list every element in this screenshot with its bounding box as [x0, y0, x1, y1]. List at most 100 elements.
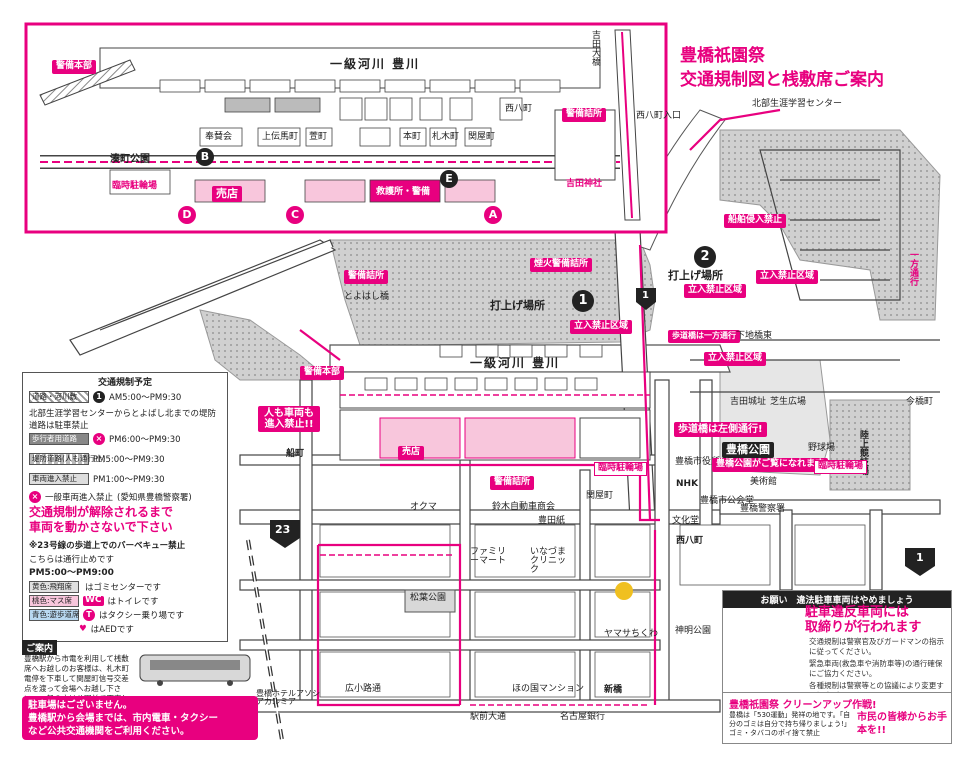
main-police-box-2-label: 警備詰所	[490, 476, 535, 490]
route-23-shield	[270, 520, 300, 548]
route-1-north-label: 1	[642, 290, 649, 301]
inset-diagonal-road	[39, 59, 136, 106]
legend-pm-note: PM5:00～PM9:00	[29, 568, 114, 578]
fireworks-staff-label: 煙火警備詰所	[530, 258, 593, 272]
map-title: 豊橋祇園祭 交通規制図と桟敷席ご案内	[680, 44, 930, 92]
guide-heading: ご案内	[22, 640, 58, 655]
west-bank-area	[199, 309, 332, 381]
okuma-label: オクマ	[410, 502, 437, 512]
title-line-1: 豊橋祇園祭	[680, 46, 765, 66]
matsuba-park-label: 松葉公園	[410, 593, 447, 603]
legend-row-3: 歩行者用道路 × PM6:00～PM9:30	[29, 433, 181, 445]
route-1-shield-north	[636, 288, 656, 310]
launch-site-2-number: 2	[694, 246, 716, 268]
legend-row-1: 道路・河川敷 1 AM5:00～PM9:30	[29, 391, 181, 403]
legend-key-text-4: はAEDです	[90, 625, 134, 635]
baseball-label: 野球場	[808, 443, 836, 453]
legend-key-text-3: はタクシー乗り場です	[99, 611, 185, 621]
inset-gate-a: A	[484, 206, 502, 224]
funamachi-label: 船町	[286, 449, 305, 459]
legend-site-1-icon: 1	[93, 391, 105, 403]
cleanup-title: 豊橋祇園祭 クリーンアップ作戦!	[729, 700, 877, 711]
legend-key-swatch-1: 黄色:飛翔席	[29, 581, 79, 593]
guide-bubble-line-2: 豊橋駅から会場までは、市内電車・タクシー	[28, 713, 219, 724]
matsuba-park	[404, 589, 456, 613]
inset-police-hq: 警備本部	[52, 60, 97, 74]
suzuki-label: 鈴木自動車商会	[492, 502, 556, 512]
inazuma-label: いなづまクリニック	[530, 547, 567, 575]
inset-seat-label-4: 札木町	[432, 132, 460, 142]
inset-river-label: 一級河川 豊川	[330, 57, 421, 71]
notice-bullet-2: 緊急車両(救急車や消防車等)の通行確保にご協力ください。	[809, 659, 943, 678]
cleanup-tag: 市民の皆様からお手本を!!	[857, 712, 947, 736]
temp-bike-parking-label: 臨時駐輪場	[594, 462, 648, 476]
main-shop-label: 売店	[398, 446, 425, 460]
inset-park: 湊町公園	[110, 154, 150, 165]
legend-key-text-1: はゴミセンターです	[85, 583, 161, 593]
legend-swatch-5: 車両進入禁止	[29, 473, 89, 485]
inset-shrine: 吉田神社	[566, 179, 603, 189]
notice-bullet-1: 交通規制は警察官及びガードマンの指示に従ってください。	[809, 637, 944, 656]
route-1-shield	[905, 548, 935, 576]
stadium-label: 陸上競技場	[858, 430, 868, 475]
shimochi-label: 下地橋東	[736, 331, 773, 341]
guide-bubble-line-3: など公共交通機関をご利用ください。	[28, 726, 190, 737]
museum-label: 美術館	[750, 477, 778, 487]
festival-blocks	[339, 371, 651, 461]
inset-seat-label-5: 関屋町	[468, 132, 496, 142]
aed-marker	[615, 582, 633, 600]
temp-bike-parking-2-label: 臨時駐輪場	[814, 460, 868, 474]
x-circle-icon: ×	[29, 491, 41, 503]
ward-hall-label: 豊橋市公会堂	[700, 496, 755, 506]
standing-ban-3: 立入禁止区域	[756, 270, 819, 284]
lawn-label: 芝生広場	[770, 397, 807, 407]
shinbashi-label: 新橋	[604, 685, 623, 695]
park-view-label: 豊橋公園がご覧になれます	[712, 458, 829, 472]
legend-panel: 交通規制予定 道路・河川敷 1 AM5:00～PM9:30 北部生涯学習センター…	[22, 372, 228, 642]
aed-icon: ♥	[79, 624, 87, 634]
notice-title-line-2: 取締りが行われます	[805, 620, 922, 635]
legend-key-3: 青色:遊歩道席 T はタクシー乗り場です	[29, 609, 184, 621]
standing-ban-1: 立入禁止区域	[570, 320, 633, 334]
main-police-box-label: 警備詰所	[344, 270, 389, 284]
launch-site-2-label: 打上げ場所	[668, 269, 723, 282]
bridge-one-way-label: 歩道橋は一方通行	[668, 330, 740, 343]
wc-icon: WC	[83, 595, 104, 606]
inset-nishi-hacchou-entrance: 西八町入口	[636, 111, 682, 121]
inset-seat-label-1: 奉賛会	[205, 132, 233, 142]
inset-seat-row-top	[159, 79, 561, 147]
legend-swatch-1: 道路・河川敷	[29, 391, 89, 403]
route-1-label: 1	[916, 551, 924, 564]
inset-gate-e: E	[440, 170, 458, 188]
seat-stands	[364, 344, 603, 391]
legend-warning-2: 車両を動かさないで下さい	[29, 520, 173, 534]
legend-key-2: 桃色:マス席 WC はトイレです	[29, 595, 159, 607]
inset-gate-c: C	[286, 206, 304, 224]
taxi-icon: T	[83, 609, 95, 621]
toyota-label: 豊田紙	[538, 516, 566, 526]
route-23-label: 23	[275, 523, 291, 536]
legend-bbq: ※23号線の歩道上でのバーベキュー禁止	[29, 541, 186, 551]
bunkadou-label: 文化堂	[672, 516, 700, 526]
legend-row-5: 車両進入禁止 PM1:00～PM9:30	[29, 473, 165, 485]
inset-gate-b: B	[196, 148, 214, 166]
guide-bubble-line-1: 駐車場はございません。	[28, 700, 133, 711]
cleanup-panel: 豊橋祇園祭 クリーンアップ作戦! 豊橋は「530運動」発祥の地です。「自分のゴミ…	[722, 692, 952, 744]
inset-seat-label-2: 上伝馬町	[262, 132, 299, 142]
inset-seat-label-6: 西八町	[505, 104, 533, 114]
city-hall-label: 豊橋市役所	[675, 457, 721, 467]
legend-bbq-sub: こちらは通行止めです	[29, 555, 115, 565]
legend-text-6: 一般車両進入禁止	[45, 493, 114, 503]
eki-dori-label: 駅前大通	[470, 712, 507, 722]
legend-warning-1: 交通規制が解除されるまで	[29, 505, 174, 519]
standing-ban-4: 立入禁止区域	[704, 352, 767, 366]
notice-heading: お願い 違法駐車車両はやめましょう	[723, 591, 951, 608]
inset-first-aid: 救護所・警備	[372, 186, 435, 200]
legend-key-swatch-2: 桃色:マス席	[29, 595, 79, 607]
launch-site-1-label: 打上げ場所	[490, 299, 545, 312]
famima-label: ファミリーマート	[470, 547, 507, 566]
main-river-label: 一級河川 豊川	[470, 356, 561, 370]
legend-row-4: 堤防道路(人も通行止) PM5:00～PM9:30	[29, 453, 165, 465]
